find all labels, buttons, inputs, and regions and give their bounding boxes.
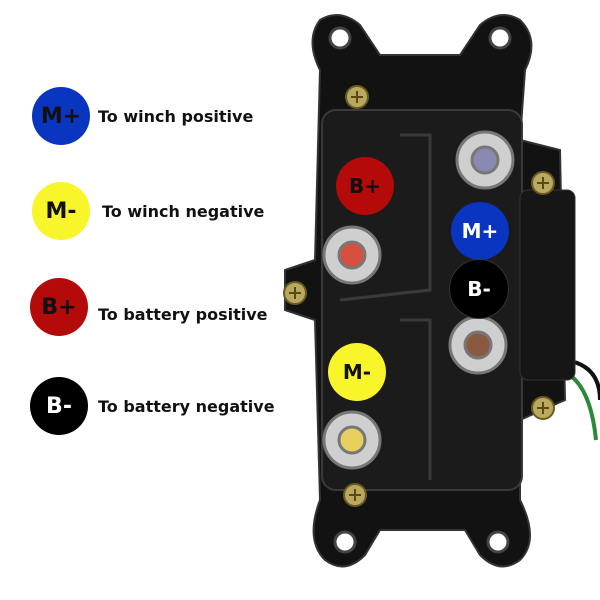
device-label-m-plus: M+ xyxy=(451,202,509,260)
b-minus-badge: B- xyxy=(30,377,88,435)
m-plus-badge: M+ xyxy=(32,87,90,145)
legend-item-b-plus: B+ To battery positive xyxy=(0,277,268,337)
device-label-m-minus: M- xyxy=(328,343,386,401)
legend-item-m-plus: M+ To winch positive xyxy=(0,86,253,146)
legend-text: To winch negative xyxy=(102,201,265,221)
legend-text: To winch positive xyxy=(98,106,254,126)
legend-item-m-minus: M- To winch negative xyxy=(0,181,264,241)
legend-text: To battery positive xyxy=(98,304,268,324)
m-minus-badge: M- xyxy=(32,182,90,240)
legend-item-b-minus: B- To battery negative xyxy=(0,376,275,436)
device-label-b-plus: B+ xyxy=(336,157,394,215)
legend-text: To battery negative xyxy=(98,396,275,416)
b-plus-badge: B+ xyxy=(30,278,88,336)
device-label-b-minus: B- xyxy=(449,259,509,319)
